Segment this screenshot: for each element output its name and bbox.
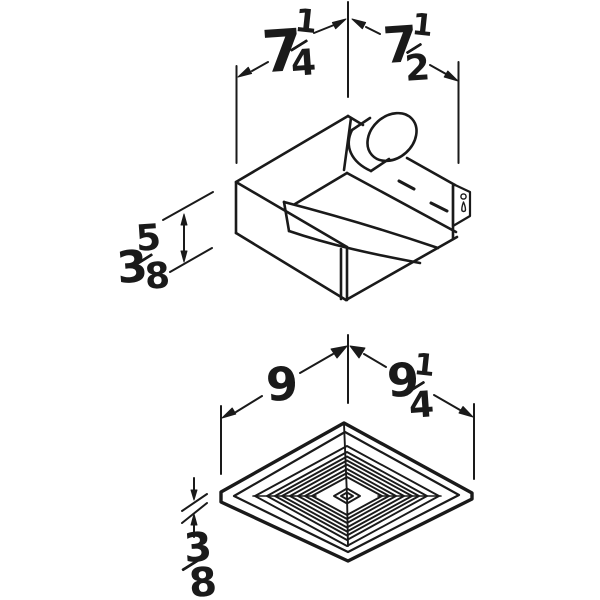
grille-width-right-denominator: 4 bbox=[407, 384, 436, 427]
louver-rings bbox=[252, 423, 442, 547]
grille-width-left-whole: 9 bbox=[264, 356, 300, 412]
dim-housing-depth bbox=[162, 191, 214, 273]
keyhole-slot bbox=[460, 193, 467, 200]
keyhole-slot bbox=[461, 201, 467, 213]
grille-frame bbox=[219, 421, 474, 563]
arrowhead bbox=[349, 345, 366, 359]
dim-grille-width-right bbox=[349, 345, 475, 480]
extension-line bbox=[162, 191, 214, 221]
arrowhead bbox=[330, 345, 348, 359]
duct-port bbox=[347, 111, 418, 173]
arrowhead bbox=[331, 18, 347, 30]
housing-width-right-denominator: 2 bbox=[403, 47, 432, 90]
arrowhead bbox=[190, 489, 198, 501]
arrowhead bbox=[443, 70, 459, 82]
housing-body bbox=[234, 114, 459, 302]
arrowhead bbox=[221, 407, 237, 419]
housing-width-left-denominator: 4 bbox=[289, 42, 318, 85]
housing-depth-numerator: 5 bbox=[134, 217, 163, 260]
grille-center-line bbox=[343, 423, 349, 547]
dim-grille-thickness bbox=[181, 477, 208, 538]
dim-housing-width-left bbox=[235, 1, 349, 164]
housing-width-left-numerator: 1 bbox=[293, 0, 320, 42]
hidden-line-dash bbox=[397, 179, 416, 191]
dimension-annotations bbox=[162, 1, 475, 538]
housing-depth-denominator: 8 bbox=[143, 255, 172, 298]
dim-grille-width-left bbox=[220, 334, 349, 475]
hidden-line-dash bbox=[429, 201, 449, 213]
grille-drawing bbox=[219, 421, 474, 563]
extension-line bbox=[169, 247, 213, 273]
arrowhead bbox=[237, 66, 253, 78]
extension-line bbox=[181, 502, 208, 524]
arrowhead bbox=[180, 250, 188, 263]
fan-housing-drawing bbox=[234, 111, 472, 302]
dim-housing-width-right bbox=[351, 18, 460, 164]
grille-width-right-numerator: 1 bbox=[412, 347, 437, 384]
arrowhead bbox=[351, 18, 367, 30]
arrowhead bbox=[180, 213, 188, 226]
grille-thickness-denominator: 8 bbox=[187, 559, 219, 600]
junction-plate bbox=[451, 182, 472, 228]
housing-width-right-numerator: 1 bbox=[410, 7, 435, 44]
arrowhead bbox=[458, 406, 474, 418]
arrowhead bbox=[190, 513, 198, 526]
blower-scroll bbox=[282, 171, 440, 301]
side-channel bbox=[345, 156, 458, 234]
extension-line bbox=[181, 493, 208, 512]
